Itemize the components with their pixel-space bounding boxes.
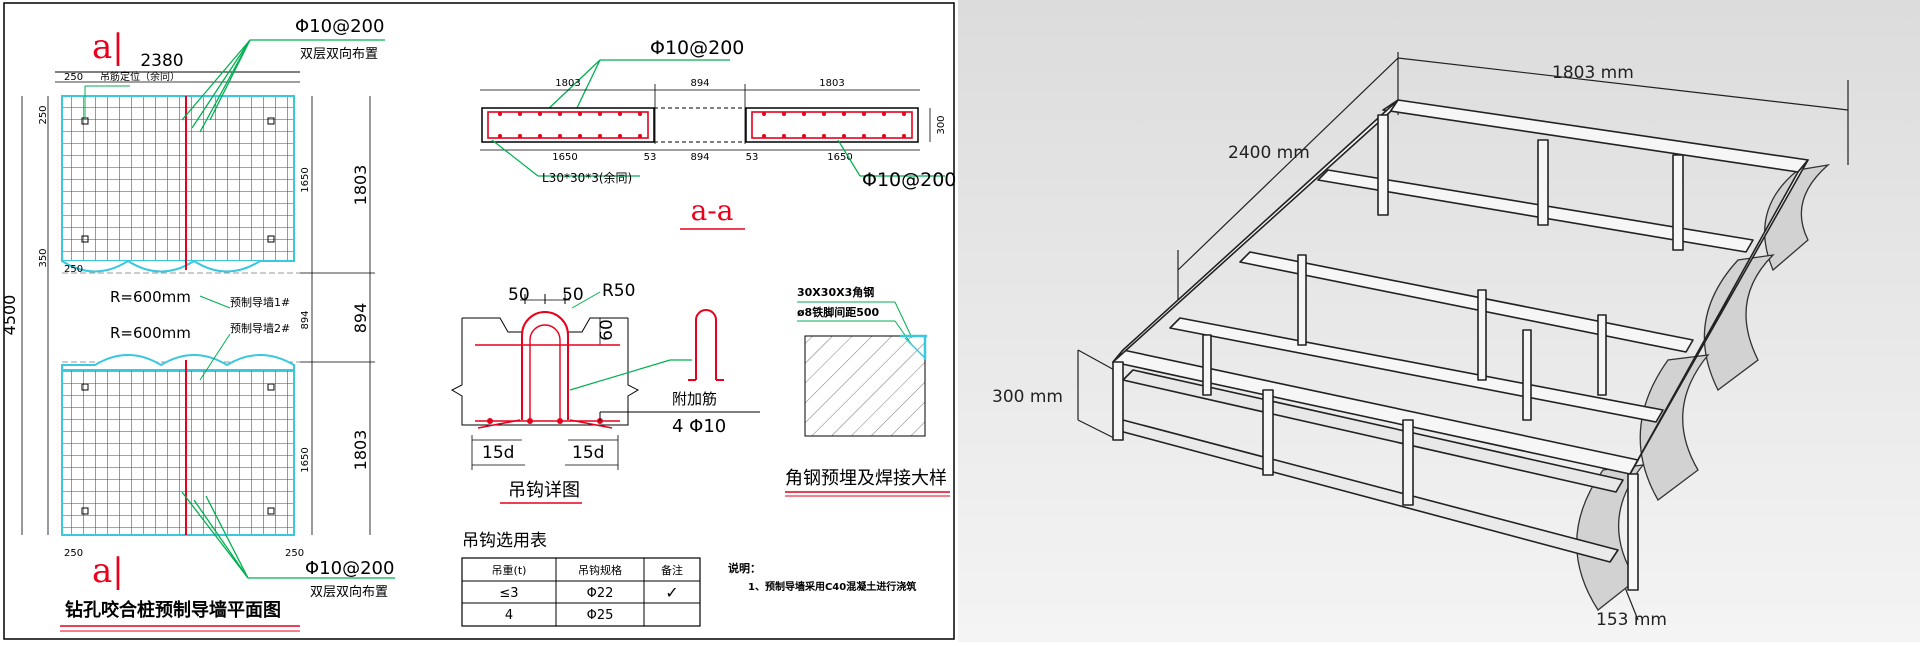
hook-extra-rebar-label: 附加筋 [672,390,717,408]
model-dim-length: 2400 mm [1228,143,1310,163]
angle-detail-title: 角钢预埋及焊接大样 [785,468,947,489]
hook-title: 吊钩详图 [508,480,580,501]
section-dim-1803-left: 1803 [555,78,580,89]
section-rebar-top: Φ10@200 [650,37,744,59]
plan-rebar-top-note: 双层双向布置 [300,46,378,62]
wall2-label: 预制导墙2# [230,321,290,335]
hook-dim-15d-left: 15d [482,443,514,463]
table-cell: 4 [505,608,513,623]
radius-top: R=600mm [110,288,191,306]
hook-dim-50a: 50 [508,285,530,305]
plan-dim-1650b: 1650 [300,447,311,472]
section-dim-1803-right: 1803 [819,78,844,89]
panel-1-grid [61,95,295,262]
plan-view: a| 2380 250 吊筋定位（余同） R=600mm 预制导墙1# R=60… [0,16,395,632]
table-header-remark: 备注 [661,563,683,577]
table-cell: Φ25 [587,608,614,623]
section-dim-53-right: 53 [746,152,759,163]
plan-dim-894-small: 894 [300,310,311,329]
section-dim-1650-left: 1650 [552,152,577,163]
plan-dim-4500: 4500 [0,295,19,336]
section-dim-300: 300 [936,115,947,134]
notes-line-1: 1、预制导墙采用C40混凝土进行浇筑 [748,580,916,593]
plan-dim-1803a: 1803 [351,165,370,206]
table-cell: Φ22 [587,586,614,601]
plan-dim-350: 350 [38,248,49,267]
plan-title: 钻孔咬合桩预制导墙平面图 [65,599,281,621]
angle-note-2: ø8铁脚间距500 [797,305,880,319]
plan-dim-894: 894 [351,303,370,334]
table-header-spec: 吊钩规格 [578,563,622,577]
radius-bottom: R=600mm [110,324,191,342]
section-mark-top: a| [92,27,124,67]
plan-dim-250c: 250 [64,548,83,559]
plan-rebar-top: Φ10@200 [295,16,384,37]
plan-dim-250: 250 [38,105,49,124]
plan-dim-250d: 250 [285,548,304,559]
angle-note-1: 30X30X3角钢 [797,285,874,299]
section-title: a-a [691,194,734,227]
section-view: Φ10@200 1803 894 1803 300 1650 53 894 53… [480,37,956,230]
notes: 说明： 1、预制导墙采用C40混凝土进行浇筑 [728,561,916,593]
hook-selection-table: 吊钩选用表 吊重(t) 吊钩规格 备注 ≤3 Φ22 ✓ 4 Φ25 [461,531,701,627]
table-title: 吊钩选用表 [462,531,547,551]
frame-3d-model: 2400 mm 1803 mm 300 mm 153 mm [958,0,1920,642]
3d-model-panel: 2400 mm 1803 mm 300 mm 153 mm [958,0,1920,642]
section-angle-note: L30*30*3(余同) [542,170,632,185]
plan-width-dim: 2380 [140,51,183,71]
hook-detail: 50 50 R50 60 附加筋 4 Φ10 15d 1 [450,281,760,504]
panel-2-grid [61,369,295,536]
section-dim-894: 894 [690,78,709,89]
table-header-weight: 吊重(t) [492,563,527,577]
section-dim-53-left: 53 [644,152,657,163]
plan-rebar-bottom: Φ10@200 [305,558,394,579]
plan-rebar-bottom-note: 双层双向布置 [310,584,388,600]
section-rebar-bottom: Φ10@200 [862,169,956,191]
hook-dim-60: 60 [597,319,617,341]
notes-heading: 说明： [728,561,761,575]
angle-detail: 30X30X3角钢 ø8铁脚间距500 角钢预埋及焊接大样 [785,285,950,497]
hook-position-note: 吊筋定位（余同） [100,70,180,83]
plan-dim-1803b: 1803 [351,430,370,471]
cad-drawing-panel: a| 2380 250 吊筋定位（余同） R=600mm 预制导墙1# R=60… [0,0,958,642]
cad-drawing: a| 2380 250 吊筋定位（余同） R=600mm 预制导墙1# R=60… [0,2,956,640]
section-mark-bottom: a| [92,551,124,591]
model-dim-small: 153 mm [1596,610,1667,630]
model-dim-width: 1803 mm [1552,63,1634,83]
plan-dim-250b: 250 [64,264,83,275]
table-cell: ≤3 [499,586,518,601]
table-cell-check: ✓ [665,583,678,602]
model-dim-height: 300 mm [992,387,1063,407]
plan-dim-1650: 1650 [300,167,311,192]
section-dim-894-b: 894 [690,152,709,163]
section-dim-1650-right: 1650 [827,152,852,163]
wall1-label: 预制导墙1# [230,295,290,309]
drawing-border [3,2,955,640]
hook-dim-15d-right: 15d [572,443,604,463]
plan-edge-dim: 250 [64,72,83,83]
hook-radius: R50 [602,281,635,301]
hook-extra-rebar: 4 Φ10 [672,416,726,437]
